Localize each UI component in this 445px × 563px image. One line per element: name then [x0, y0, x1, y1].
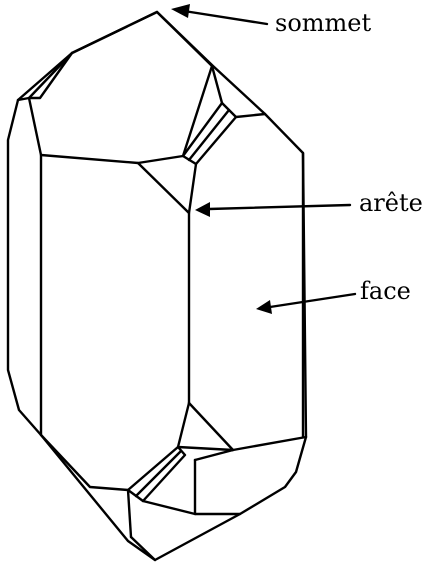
- crystal-drawing: [8, 12, 306, 560]
- crystal-outline: [8, 12, 306, 560]
- face-label: face: [360, 277, 411, 305]
- edge-label: arête: [359, 189, 423, 217]
- edge-pointer: [195, 202, 350, 217]
- vertex-pointer: [171, 4, 267, 24]
- lower-faces: [41, 403, 306, 560]
- top-faces: [18, 12, 265, 163]
- vertex-label: sommet: [275, 9, 371, 37]
- upper-triangle-face: [138, 163, 196, 213]
- lower-small-face: [128, 447, 185, 501]
